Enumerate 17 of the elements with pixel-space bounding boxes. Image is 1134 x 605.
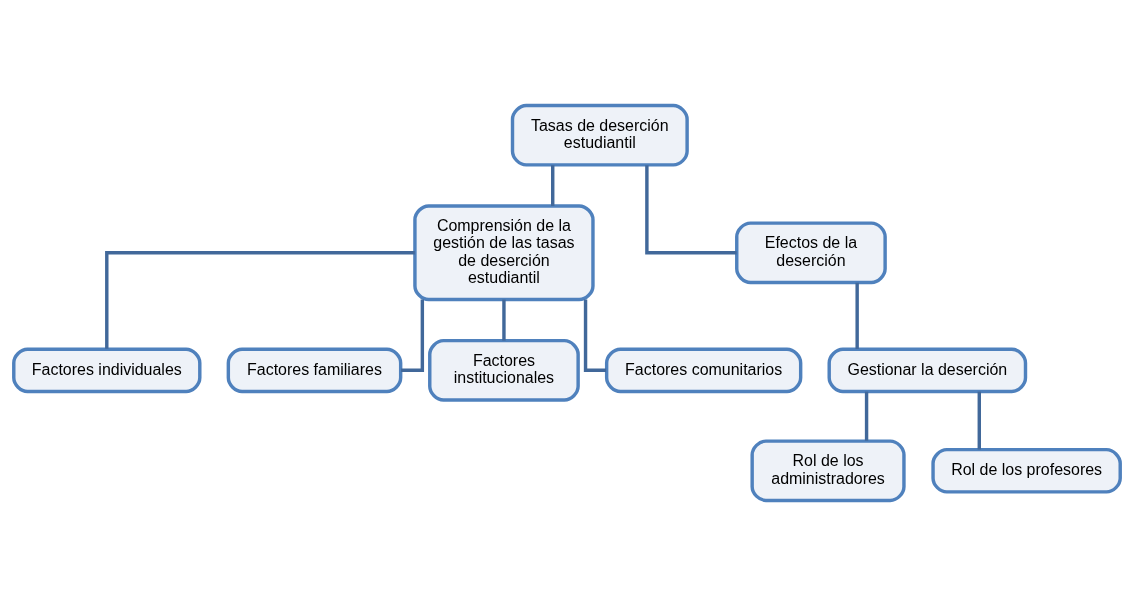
connector <box>105 250 415 349</box>
node-box: Comprensión de la gestión de las tasas de deserción estudiantil <box>413 203 595 301</box>
node-box: Factores individuales <box>12 347 202 393</box>
node-box: Rol de los profesores <box>931 447 1122 494</box>
node-box: Efectos de la deserción <box>735 220 887 284</box>
node-box: Factores comunitarios <box>604 347 803 393</box>
node-box: Factores institucionales <box>428 338 580 402</box>
connector <box>645 164 737 254</box>
connector <box>551 164 555 206</box>
node-box: Tasas de deserción estudiantil <box>510 103 689 167</box>
node-box: Gestionar la deserción <box>827 347 1028 393</box>
node-box: Rol de los administradores <box>750 438 906 502</box>
connector <box>855 282 859 349</box>
connector <box>977 391 981 449</box>
node-box: Factores familiares <box>226 347 403 393</box>
connector <box>502 299 506 341</box>
connector <box>864 391 869 441</box>
